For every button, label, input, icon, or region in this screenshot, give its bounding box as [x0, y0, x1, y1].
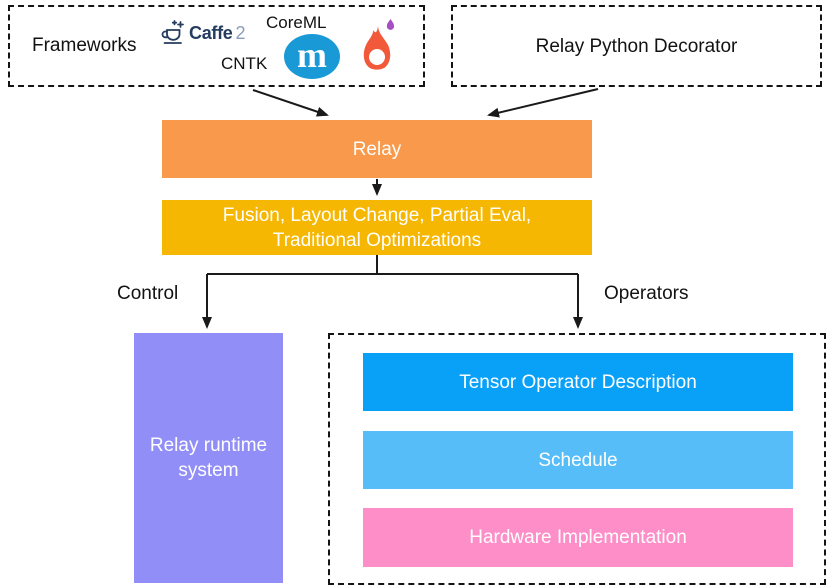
schedule-box: Schedule	[363, 431, 793, 489]
fusion-line2: Traditional Optimizations	[272, 229, 482, 251]
mxnet-letter: m	[297, 34, 327, 75]
relay-python-decorator-box: Relay Python Decorator	[451, 5, 822, 87]
relay-label: Relay	[352, 138, 402, 160]
operators-group-box: Tensor Operator Description Schedule Har…	[328, 333, 826, 585]
tensor-operator-description-box: Tensor Operator Description	[363, 353, 793, 411]
fusion-optimizations-box: Fusion, Layout Change, Partial Eval, Tra…	[162, 200, 592, 255]
control-branch-label: Control	[117, 283, 179, 304]
coreml-label: CoreML	[266, 13, 327, 32]
fusion-line1: Fusion, Layout Change, Partial Eval,	[222, 204, 532, 226]
flame-logo-icon	[363, 19, 395, 70]
operators-branch-label: Operators	[604, 283, 689, 304]
caffe2-cup-icon	[161, 20, 184, 44]
schedule-label: Schedule	[538, 449, 618, 471]
cntk-label: CNTK	[221, 54, 268, 73]
frameworks-label: Frameworks	[32, 35, 137, 56]
caffe2-wordmark: Caffe	[189, 22, 233, 43]
arrow-frameworks-to-relay	[252, 89, 329, 117]
mxnet-logo-icon: m	[284, 34, 340, 79]
branch-line	[207, 255, 578, 275]
arrow-decorator-to-relay	[487, 88, 599, 118]
caffe2-wordmark-suffix: 2	[235, 22, 246, 43]
relay-box: Relay	[162, 120, 592, 178]
caffe2-cup-strokes	[161, 20, 184, 44]
relay-runtime-system-label: Relay runtime system	[149, 435, 268, 481]
flame-hole	[369, 49, 385, 65]
hardware-implementation-label: Hardware Implementation	[469, 527, 687, 548]
tensor-operator-description-label: Tensor Operator Description	[459, 371, 697, 393]
hardware-implementation-box: Hardware Implementation	[363, 508, 793, 567]
flame-drop	[386, 19, 395, 30]
relay-python-decorator-label: Relay Python Decorator	[535, 35, 738, 57]
relay-runtime-system-box: Relay runtime system	[134, 333, 283, 583]
